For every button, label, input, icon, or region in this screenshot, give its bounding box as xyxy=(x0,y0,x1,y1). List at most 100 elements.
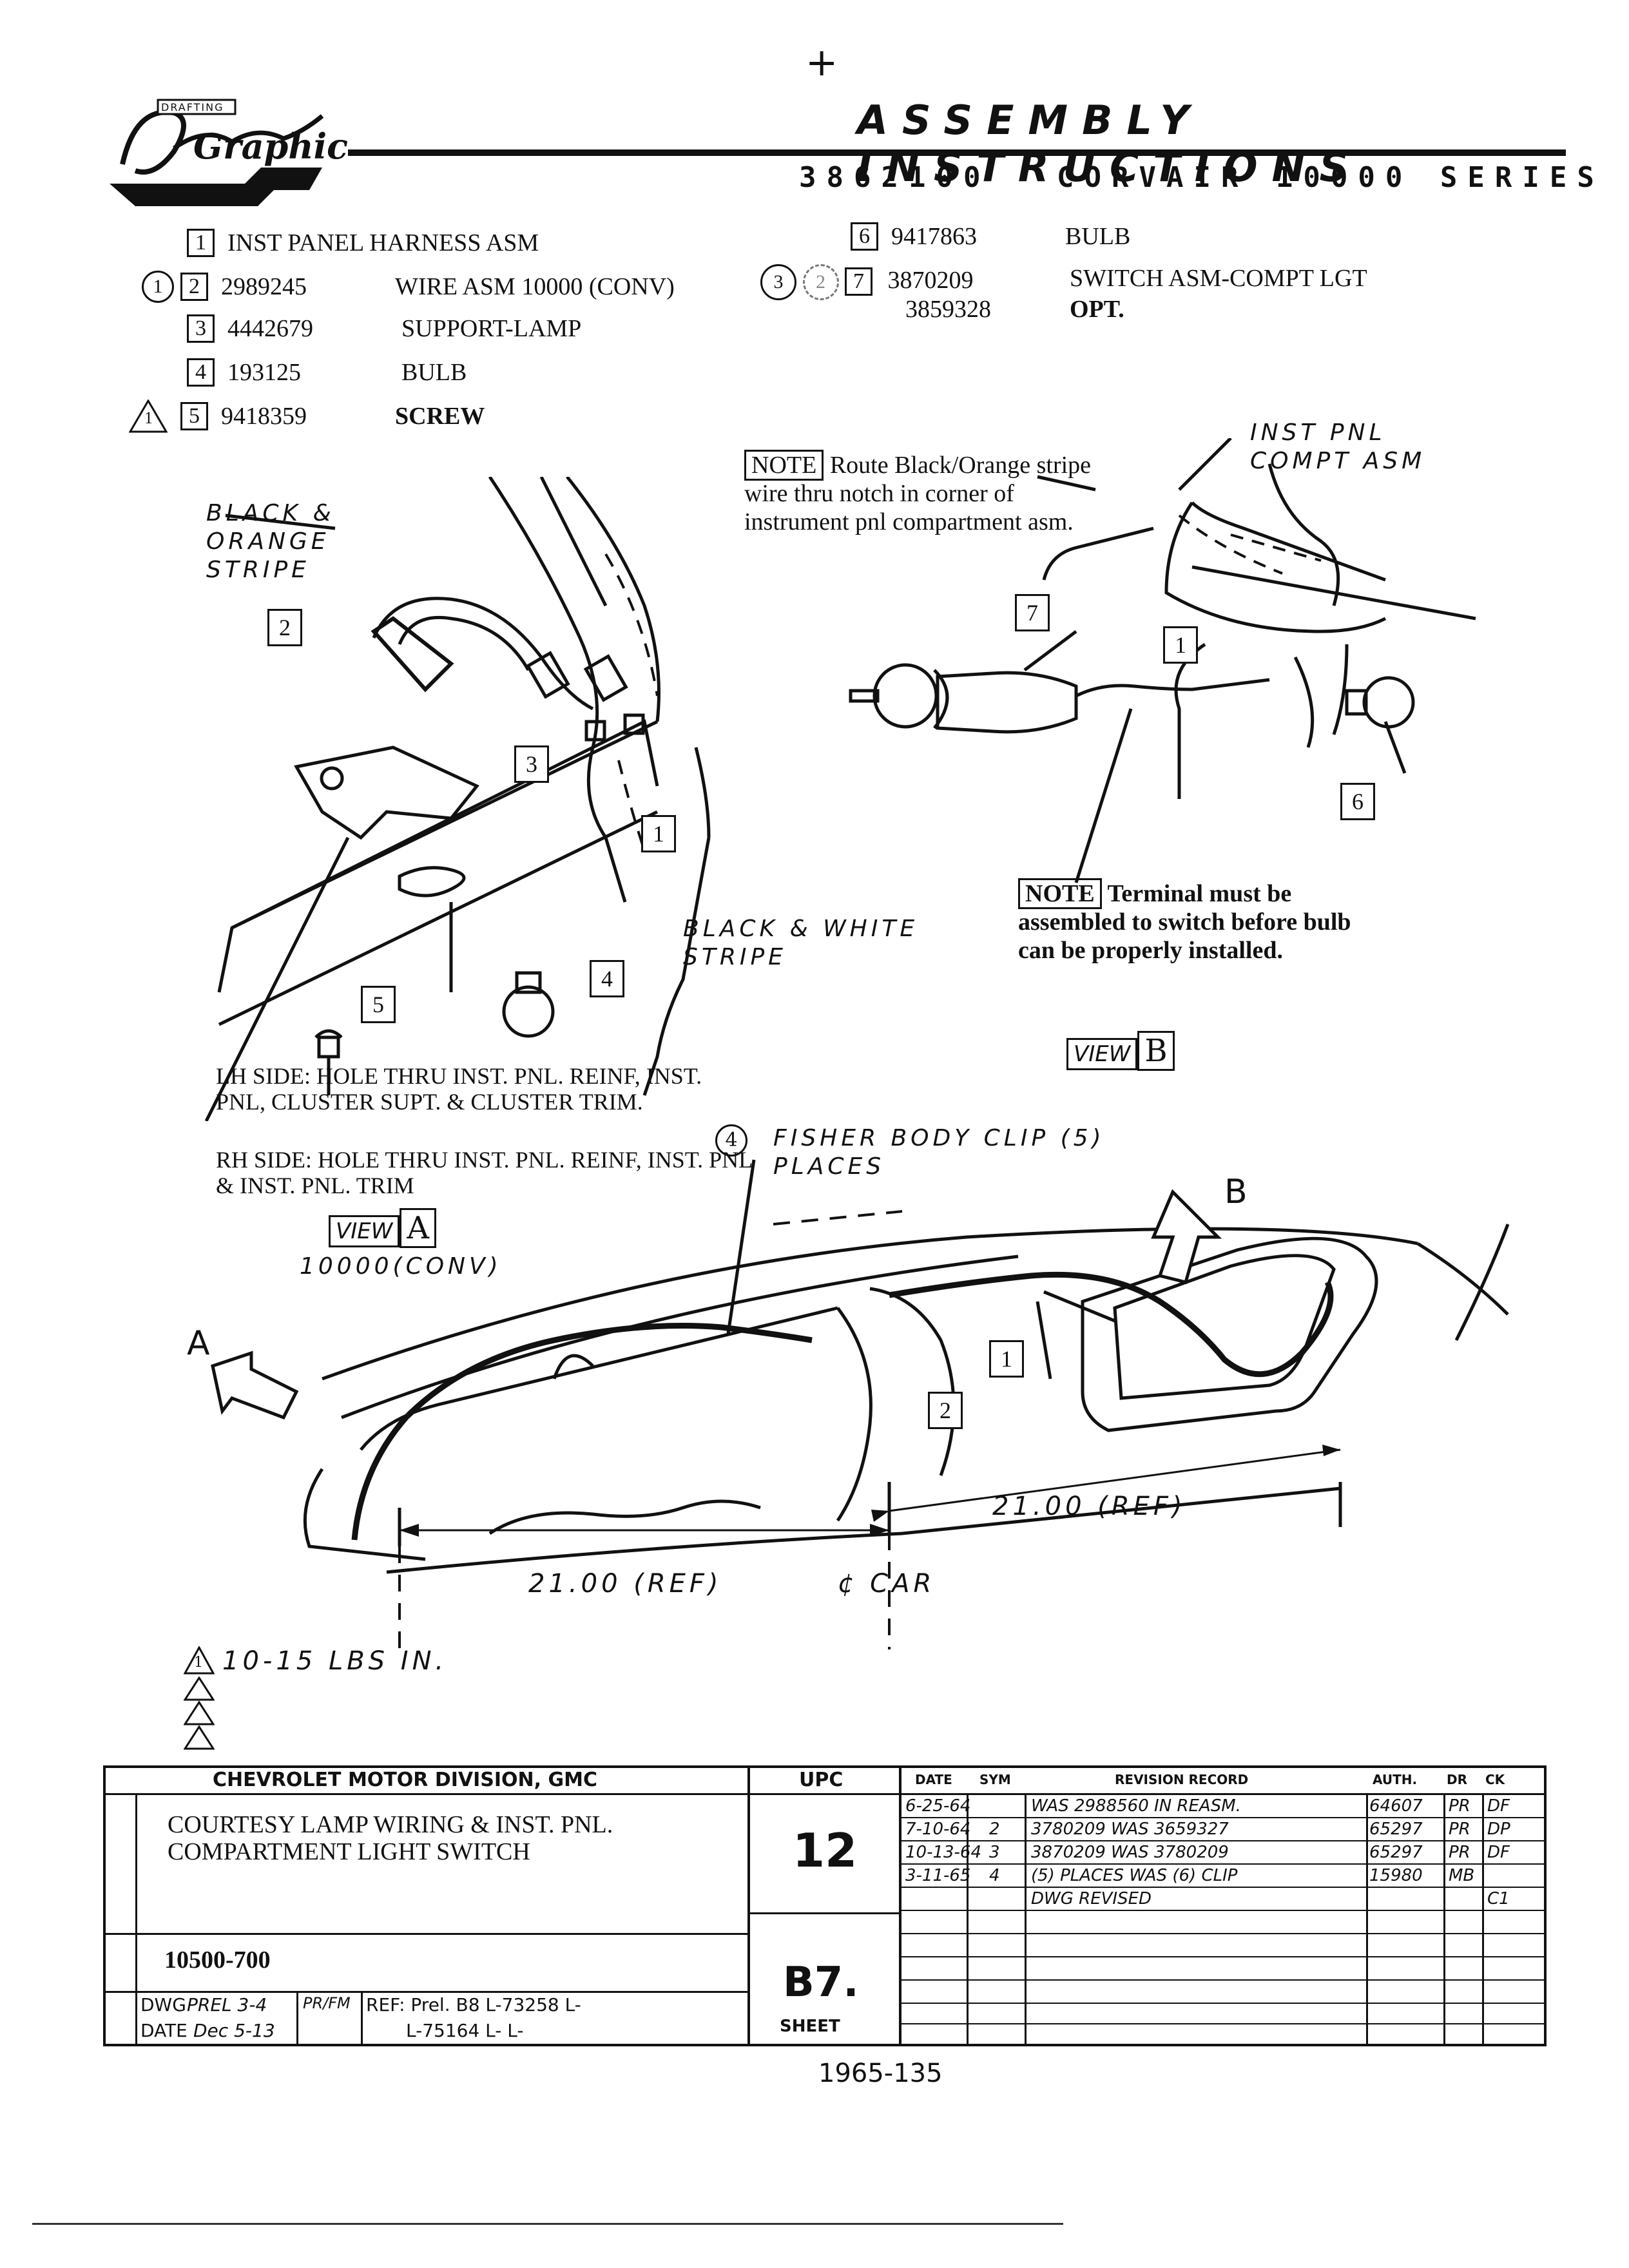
dimension-right: 21.00 (REF) xyxy=(992,1492,1186,1521)
black-white-stripe-label: BLACK & WHITE STRIPE xyxy=(683,916,919,970)
date-label: DATE xyxy=(140,2020,188,2041)
circle-marker-3-icon: 3 xyxy=(760,264,796,300)
part-description: SUPPORT-LAMP xyxy=(401,315,582,342)
dwg-value: PREL 3-4 xyxy=(187,1994,267,2015)
sheet-code: B7. xyxy=(783,1959,859,2006)
item-number: 4 xyxy=(187,358,215,387)
part-description: SCREW xyxy=(395,403,485,430)
chevrolet-bowtie-logo-icon xyxy=(110,99,324,206)
revision-ck: C1 xyxy=(1487,1889,1510,1908)
circle-marker-icon: 1 xyxy=(142,271,174,303)
view-a-drawing xyxy=(204,477,711,1121)
part-number: 9417863 xyxy=(891,223,977,250)
revision-auth: 15980 xyxy=(1369,1866,1423,1885)
upc-label: UPC xyxy=(799,1769,843,1791)
callout-3-view-a: 3 xyxy=(514,745,549,783)
part-description: WIRE ASM 10000 (CONV) xyxy=(395,273,675,300)
part-number: 3870209 xyxy=(887,267,974,294)
top-mark: + xyxy=(805,40,838,85)
revision-date-header: DATE xyxy=(915,1772,952,1787)
torque-triangle-icon xyxy=(183,1645,215,1677)
revision-auth: 65297 xyxy=(1369,1820,1423,1839)
arrow-b-label: B xyxy=(1224,1173,1248,1211)
part-row-2: 1 2 2989245 WIRE ASM 10000 (CONV) xyxy=(142,271,675,303)
revision-record: 3780209 WAS 3659327 xyxy=(1031,1820,1229,1839)
terminal-note: NOTE Terminal must be assembled to switc… xyxy=(1018,878,1379,965)
revision-date: 7-10-64 xyxy=(905,1820,971,1839)
part-number-alt: 3859328 xyxy=(905,296,991,323)
callout-5-view-a: 5 xyxy=(361,986,396,1023)
footer-code: 1965-135 xyxy=(818,2059,943,2088)
callout-6-view-b: 6 xyxy=(1340,783,1375,820)
reference-line-2: L-75164 L- L- xyxy=(406,2020,524,2041)
item-number: 1 xyxy=(187,229,215,257)
logo-text: Graphic xyxy=(193,126,348,167)
graphic-logo: DRAFTING Graphic xyxy=(97,87,348,216)
revision-sym: 4 xyxy=(989,1866,1000,1885)
part-description-alt: OPT. xyxy=(1070,296,1124,323)
dwg-initials: PR/FM xyxy=(303,1994,351,2012)
drawing-title-line1: COURTESY LAMP WIRING & INST. PNL. xyxy=(168,1811,613,1838)
callout-1-view-a: 1 xyxy=(641,815,676,852)
view-a-subtitle: 10000(CONV) xyxy=(300,1253,502,1280)
callout-1-dashboard: 1 xyxy=(989,1340,1024,1378)
torque-note: 10-15 LBS IN. xyxy=(222,1646,448,1676)
fisher-clip-label: FISHER BODY CLIP (5) PLACES xyxy=(773,1125,1105,1180)
sheet-label: SHEET xyxy=(780,2017,840,2036)
revision-dr-header: DR xyxy=(1447,1772,1468,1787)
part-number: 193125 xyxy=(227,359,301,386)
revision-sym: 3 xyxy=(989,1843,1000,1862)
logo-subtext: DRAFTING xyxy=(161,101,224,113)
route-note: NOTE Route Black/Orange stripe wire thru… xyxy=(744,450,1105,536)
arrow-a-label: A xyxy=(187,1324,210,1363)
part-row-1: 1 INST PANEL HARNESS ASM xyxy=(187,229,539,257)
revision-record: DWG REVISED xyxy=(1031,1889,1152,1908)
callout-2-view-a: 2 xyxy=(267,609,302,646)
part-row-6: 6 9417863 BULB xyxy=(851,222,1130,251)
view-b-drawing xyxy=(849,438,1476,883)
triangle-marker-icon: 1 xyxy=(128,399,168,433)
part-number: 4442679 xyxy=(227,315,313,342)
terminal-note-text: Terminal must be assembled to switch bef… xyxy=(1018,880,1351,964)
part-number: 9418359 xyxy=(221,403,307,430)
bottom-rule xyxy=(32,2223,1063,2225)
revision-date: 10-13-64 xyxy=(905,1843,982,1862)
view-a-word: VIEW xyxy=(329,1215,400,1247)
item-number: 3 xyxy=(187,314,215,343)
view-b-letter: B xyxy=(1137,1031,1175,1071)
callout-2-dashboard: 2 xyxy=(928,1392,963,1429)
part-description: INST PANEL HARNESS ASM xyxy=(227,229,539,256)
torque-triangle-number: 1 xyxy=(194,1655,203,1671)
lh-side-note: LH SIDE: HOLE THRU INST. PNL. REINF, INS… xyxy=(216,1063,702,1115)
upc-value: 12 xyxy=(793,1823,858,1878)
item-number: 5 xyxy=(180,402,208,430)
item-number: 6 xyxy=(851,222,878,251)
header-rule xyxy=(348,149,1566,156)
assembly-number: 3862100 xyxy=(799,161,991,194)
drawing-number: 10500-700 xyxy=(164,1946,271,1974)
revision-ck: DF xyxy=(1487,1843,1510,1862)
triangle-stack-icon xyxy=(183,1676,215,1756)
triangle-marker-number: 1 xyxy=(144,408,153,427)
item-number: 2 xyxy=(180,273,208,301)
dwg-label: DWG xyxy=(140,1994,186,2015)
part-row-5: 1 5 9418359 SCREW xyxy=(128,399,485,433)
revision-sym-header: SYM xyxy=(979,1772,1011,1787)
car-centerline-label: ¢ CAR xyxy=(838,1569,936,1599)
black-orange-stripe-label: BLACK & ORANGE STRIPE xyxy=(206,500,335,583)
route-note-text: Route Black/Orange stripe wire thru notc… xyxy=(744,452,1092,535)
part-row-4: 4 193125 BULB xyxy=(187,358,467,387)
revision-auth: 64607 xyxy=(1369,1796,1423,1816)
revision-ck-header: CK xyxy=(1485,1772,1505,1787)
part-description: BULB xyxy=(1065,223,1131,250)
part-description: SWITCH ASM-COMPT LGT xyxy=(1070,265,1367,292)
callout-7-view-b: 7 xyxy=(1015,594,1050,631)
revision-sym: 2 xyxy=(989,1820,1000,1839)
revision-auth-header: AUTH. xyxy=(1373,1772,1418,1787)
revision-dr: PR xyxy=(1449,1843,1470,1862)
revision-record: (5) PLACES WAS (6) CLIP xyxy=(1031,1866,1238,1885)
inst-pnl-compt-label: INST PNL COMPT ASM xyxy=(1250,419,1426,474)
revision-ck: DP xyxy=(1487,1820,1510,1839)
